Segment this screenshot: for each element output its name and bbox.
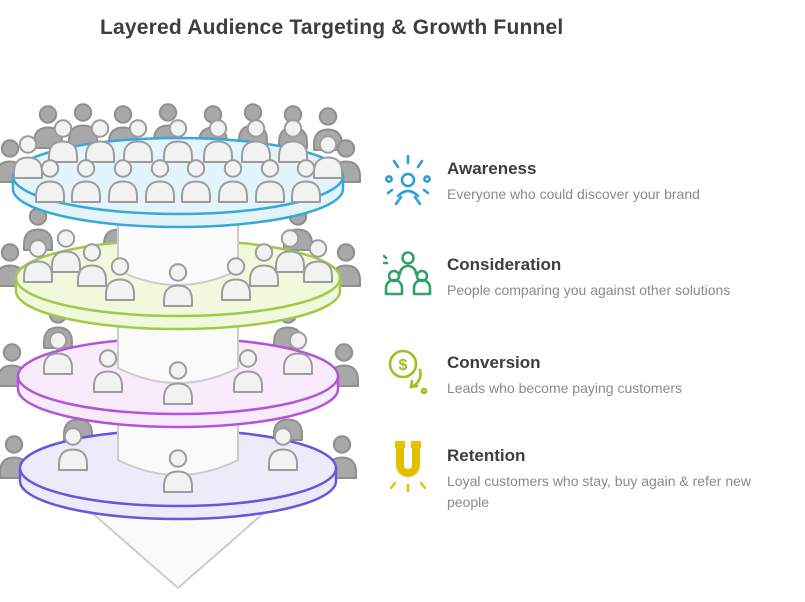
svg-text:$: $ xyxy=(399,357,408,374)
legend-entry-consideration: Consideration People comparing you again… xyxy=(383,246,793,302)
legend-title: Consideration xyxy=(447,255,562,274)
legend-entry-retention: Retention Loyal customers who stay, buy … xyxy=(383,437,793,512)
legend-description: People comparing you against other solut… xyxy=(447,282,731,299)
legend-description: Leads who become paying customers xyxy=(447,380,683,397)
broadcast-icon xyxy=(383,150,433,206)
legend-entry-conversion: $ Conversion Leads who become paying cus… xyxy=(383,344,793,400)
magnet-icon xyxy=(383,437,433,493)
legend-description: Everyone who could discover your brand xyxy=(447,186,700,203)
legend-description: Loyal customers who stay, buy again & re… xyxy=(447,473,752,510)
legend-title: Conversion xyxy=(447,353,541,372)
conversion-icon: $ xyxy=(383,344,433,400)
legend-title: Awareness xyxy=(447,159,537,178)
legend-entry-awareness: Awareness Everyone who could discover yo… xyxy=(383,150,793,206)
page-title: Layered Audience Targeting & Growth Funn… xyxy=(100,16,564,39)
people-group-icon xyxy=(383,246,433,302)
legend-title: Retention xyxy=(447,446,526,465)
